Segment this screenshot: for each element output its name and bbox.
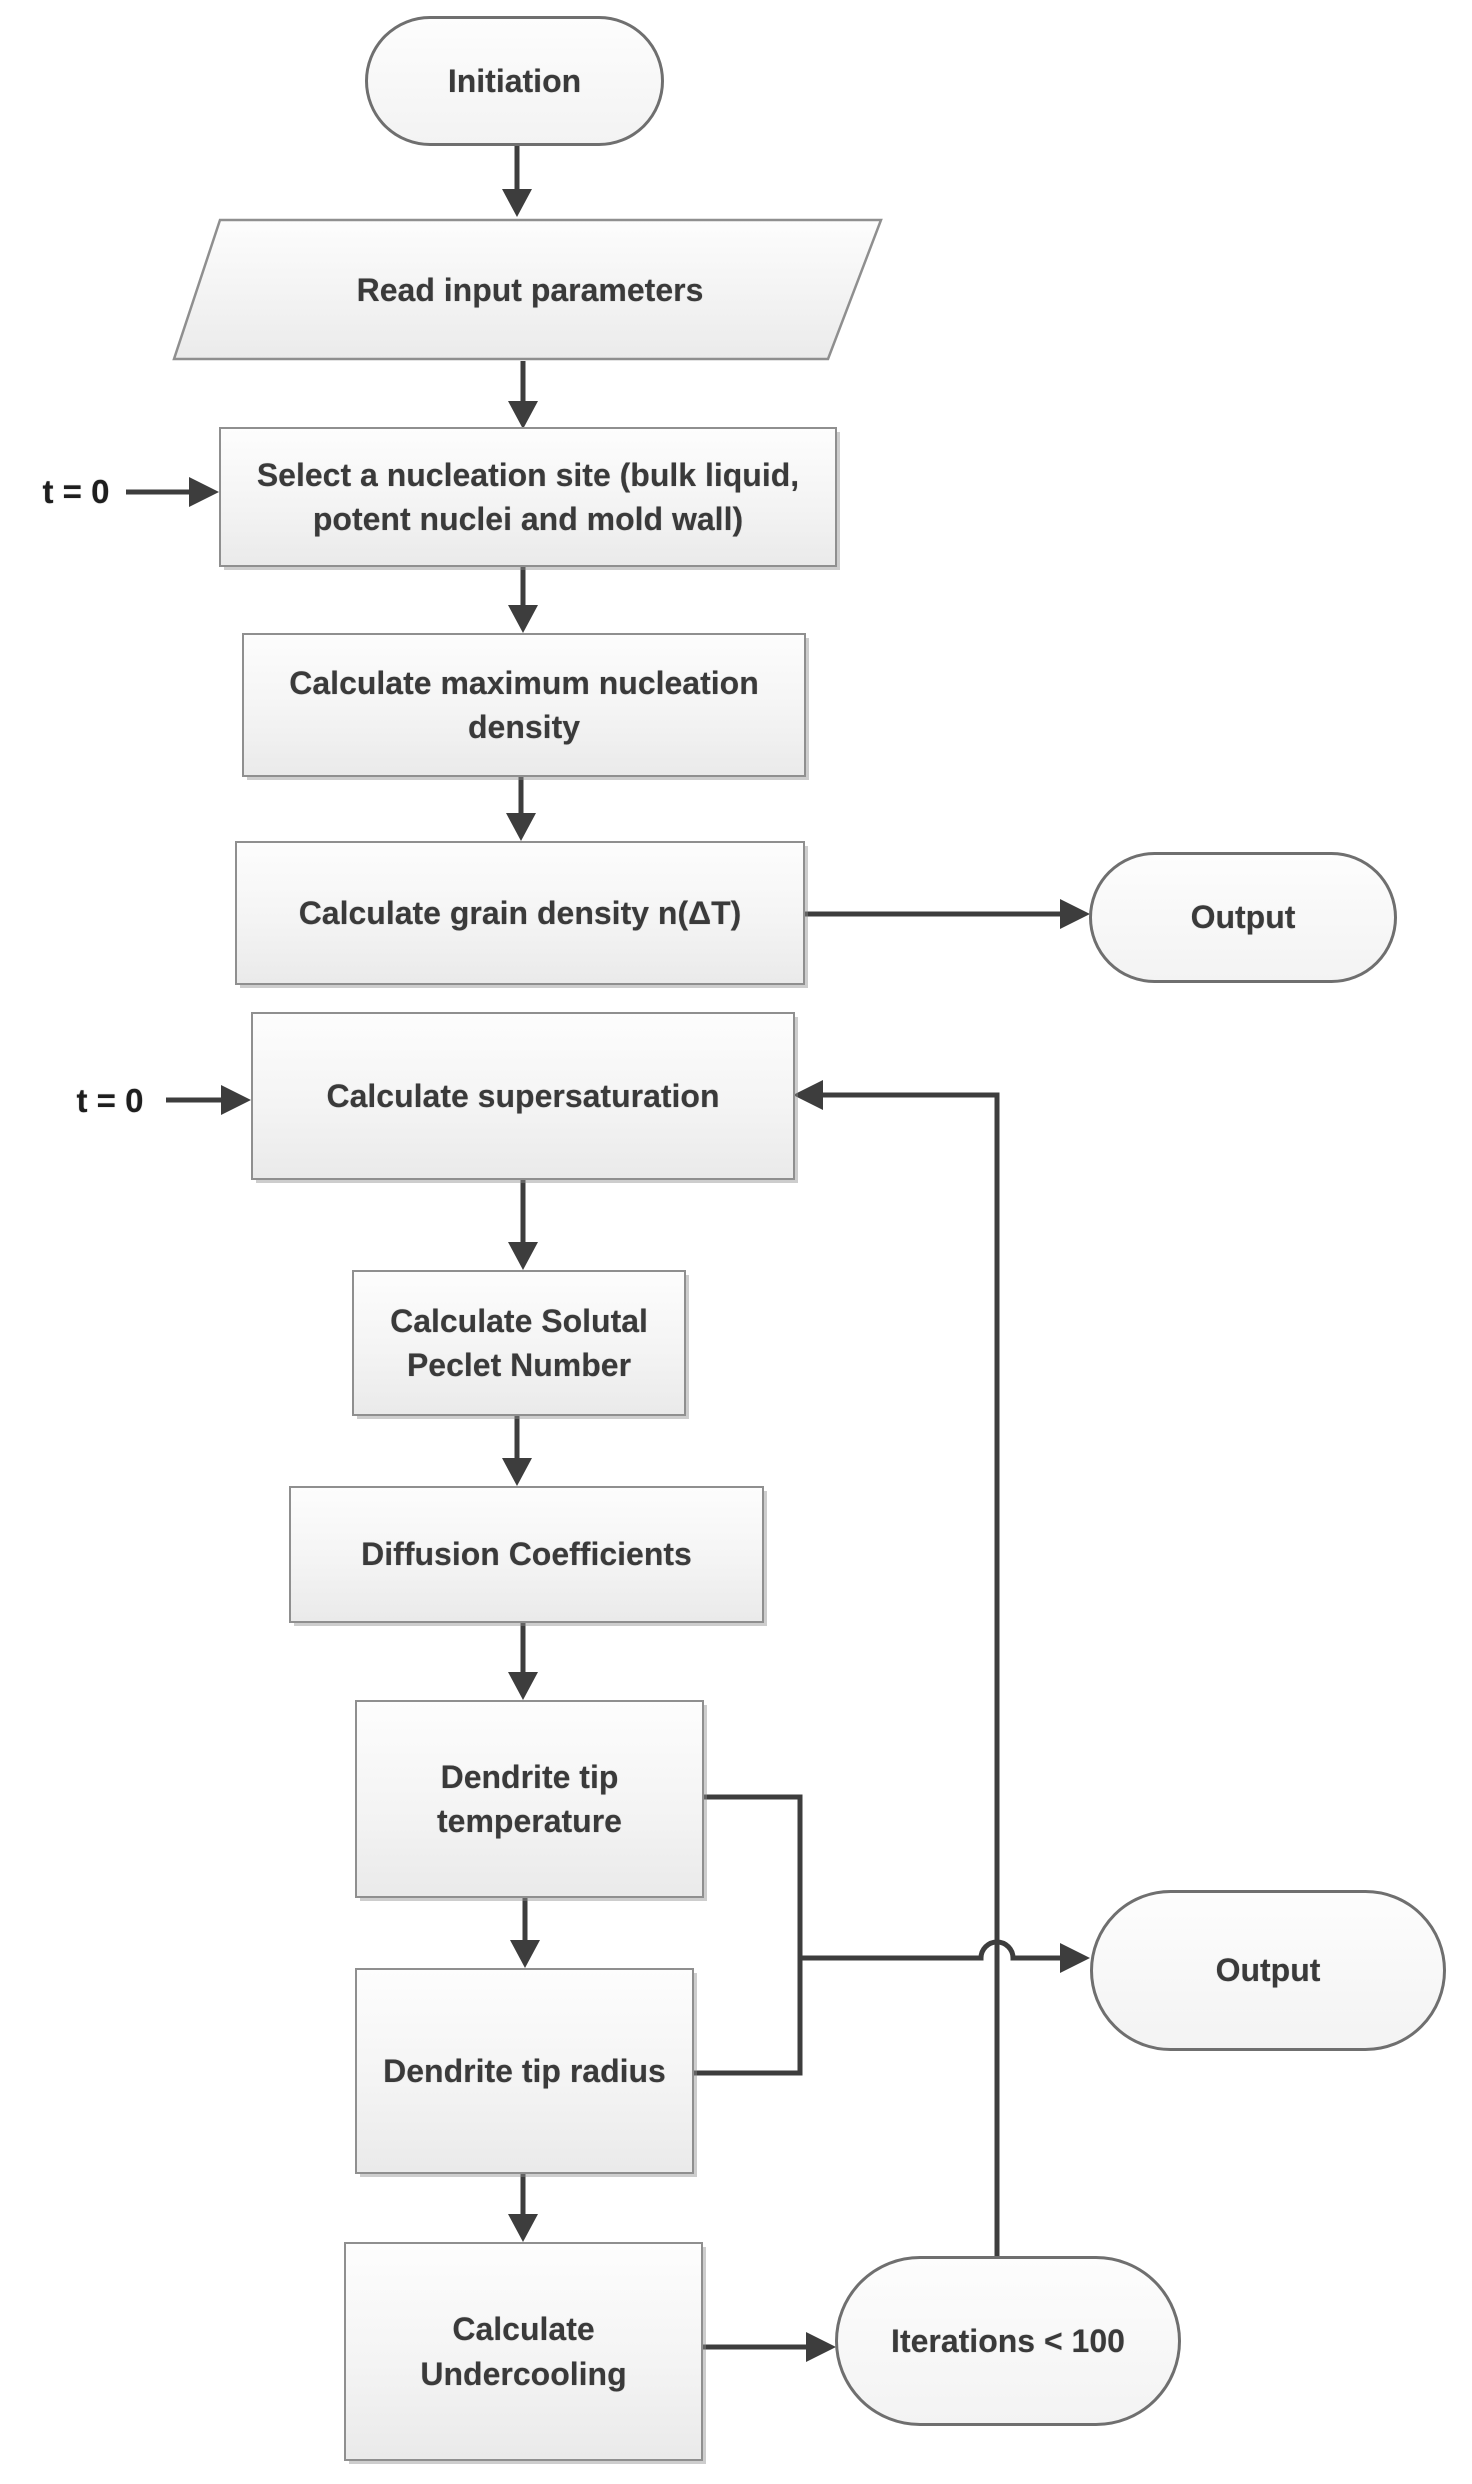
label-t0-select-site: t = 0 <box>42 473 110 510</box>
node-diffusion-coefficients: Diffusion Coefficients <box>289 1486 764 1623</box>
node-output-top: Output <box>1089 852 1397 983</box>
dendrite-to-output-line <box>800 1939 1062 1961</box>
node-calculate-undercooling: Calculate Undercooling <box>344 2242 703 2461</box>
arrowhead <box>502 1458 532 1486</box>
node-iterations-check: Iterations < 100 <box>835 2256 1181 2426</box>
arrowhead <box>510 1940 540 1968</box>
arrowhead <box>502 189 532 217</box>
dendrite-join-bracket <box>692 1794 803 2076</box>
node-select-nucleation-site: Select a nucleation site (bulk liquid, p… <box>219 427 837 567</box>
arrowhead <box>1060 1943 1090 1973</box>
node-solutal-peclet-number: Calculate Solutal Peclet Number <box>352 1270 686 1416</box>
arrowhead <box>1060 899 1090 929</box>
node-dendrite-tip-radius: Dendrite tip radius <box>355 1968 694 2174</box>
io-parallelogram-shape <box>172 218 883 361</box>
node-initiation: Initiation <box>365 16 664 146</box>
node-dendrite-tip-temperature: Dendrite tip temperature <box>355 1700 704 1898</box>
arrowhead <box>506 813 536 841</box>
arrowhead <box>221 1085 251 1115</box>
arrowhead <box>508 401 538 429</box>
arrowhead <box>189 477 219 507</box>
node-read-input-parameters: Read input parameters <box>356 272 704 309</box>
label-t0-supersaturation: t = 0 <box>76 1082 144 1119</box>
feedback-loop-line <box>821 1092 1000 2256</box>
arrowhead <box>508 605 538 633</box>
node-max-nucleation-density: Calculate maximum nucleation density <box>242 633 806 777</box>
node-output-mid: Output <box>1090 1890 1446 2051</box>
arrowhead <box>508 2214 538 2242</box>
arrowhead <box>806 2332 836 2362</box>
arrowhead <box>793 1080 823 1110</box>
node-grain-density: Calculate grain density n(ΔT) <box>235 841 805 985</box>
arrowhead <box>508 1242 538 1270</box>
arrowhead <box>508 1672 538 1700</box>
node-calculate-supersaturation: Calculate supersaturation <box>251 1012 795 1180</box>
